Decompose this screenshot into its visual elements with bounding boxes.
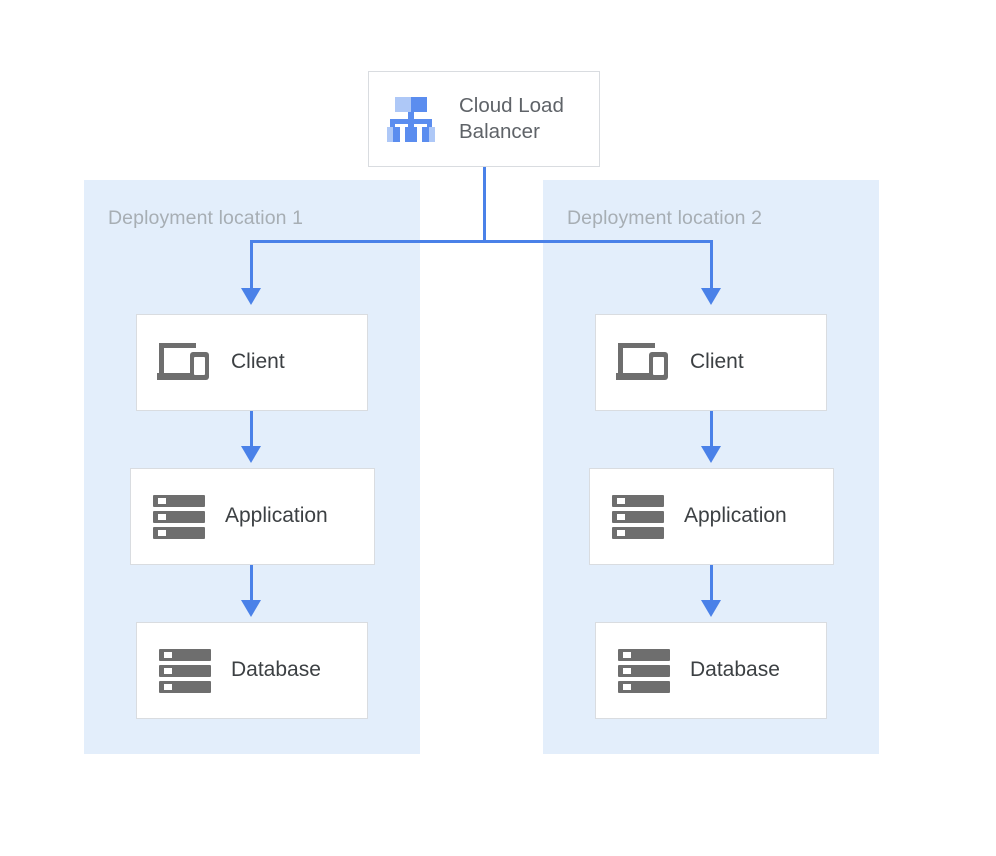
client-devices-icon [157, 339, 213, 387]
node-label-application-zone-2: Application [684, 504, 787, 528]
node-label-client-zone-1: Client [231, 350, 285, 374]
node-cloud-load-balancer[interactable]: Cloud Load Balancer [368, 71, 600, 167]
connector-client-to-application-1 [250, 411, 253, 449]
node-database-zone-2[interactable]: Database [595, 622, 827, 719]
arrowhead-client-to-application-2 [701, 446, 721, 463]
lb-label-line-1: Cloud Load [459, 94, 564, 118]
node-application-zone-2[interactable]: Application [589, 468, 834, 565]
connector-lb-bus [250, 240, 713, 243]
server-stack-icon [157, 647, 213, 695]
connector-application-to-database-2 [710, 565, 713, 603]
client-devices-icon [616, 339, 672, 387]
lb-label-line-2: Balancer [459, 120, 540, 143]
node-label-database-zone-1: Database [231, 658, 321, 682]
connector-application-to-database-1 [250, 565, 253, 603]
server-stack-icon [616, 647, 672, 695]
arrowhead-lb-to-client-1 [241, 288, 261, 305]
zone-label-deployment-location-2: Deployment location 2 [567, 207, 763, 229]
server-stack-icon [151, 493, 207, 541]
cloud-load-balancer-icon [385, 93, 437, 145]
arrowhead-lb-to-client-2 [701, 288, 721, 305]
node-application-zone-1[interactable]: Application [130, 468, 375, 565]
node-label-cloud-load-balancer: Cloud Load Balancer [459, 93, 564, 144]
connector-client-to-application-2 [710, 411, 713, 449]
zone-label-deployment-location-1: Deployment location 1 [108, 207, 304, 229]
arrowhead-application-to-database-1 [241, 600, 261, 617]
connector-lb-stem [483, 166, 486, 243]
node-client-zone-2[interactable]: Client [595, 314, 827, 411]
node-database-zone-1[interactable]: Database [136, 622, 368, 719]
node-client-zone-1[interactable]: Client [136, 314, 368, 411]
node-label-client-zone-2: Client [690, 350, 744, 374]
connector-lb-to-client-2 [710, 240, 713, 290]
connector-lb-to-client-1 [250, 240, 253, 290]
server-stack-icon [610, 493, 666, 541]
arrowhead-client-to-application-1 [241, 446, 261, 463]
node-label-application-zone-1: Application [225, 504, 328, 528]
arrowhead-application-to-database-2 [701, 600, 721, 617]
node-label-database-zone-2: Database [690, 658, 780, 682]
